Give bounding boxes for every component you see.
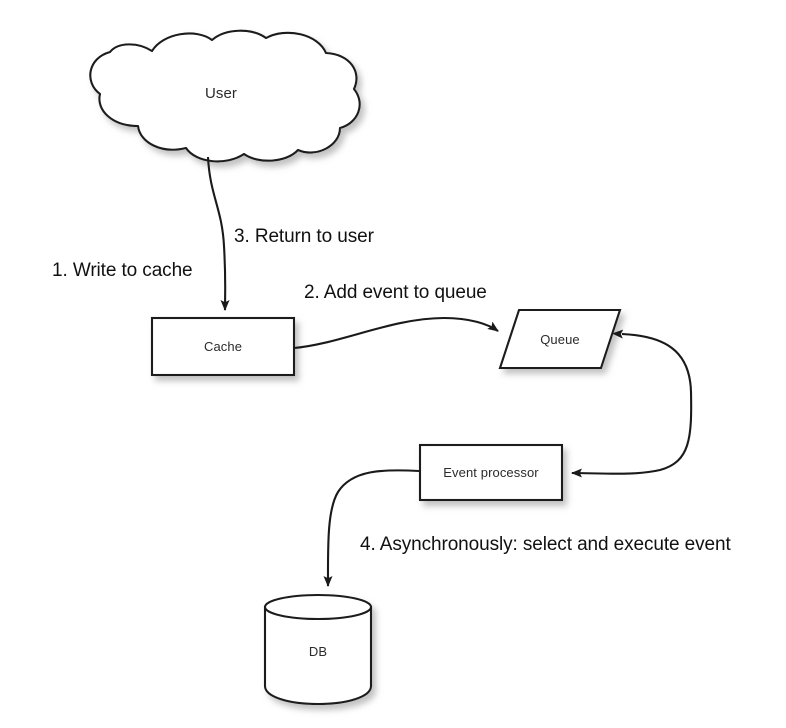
node-user[interactable] [89,29,361,163]
edge-event-processor-db[interactable] [323,469,420,587]
edge-user-cache[interactable] [206,156,230,311]
node-cache[interactable] [150,316,296,377]
edge-label-step-2: 2. Add event to queue [304,282,487,303]
db-top-ellipse [263,593,373,621]
edge-queue-event-processor[interactable] [571,329,693,478]
node-db[interactable] [263,593,373,706]
cache-rect [150,316,296,377]
node-label-user: User [204,85,238,102]
edge-label-step-3: 3. Return to user [234,226,374,247]
event-processor-rect [418,443,564,502]
node-label-queue: Queue [540,332,580,347]
node-label-event-processor: Event processor [443,465,539,480]
db-body [263,605,373,706]
edge-label-step-4: 4. Asynchronously: select and execute ev… [360,534,731,555]
edge-cache-queue[interactable] [293,316,499,350]
node-label-cache: Cache [203,339,243,354]
node-event-processor[interactable] [418,443,564,502]
edge-label-step-1: 1. Write to cache [52,260,193,281]
cloud-shape [89,29,361,163]
node-label-db: DB [308,644,328,659]
